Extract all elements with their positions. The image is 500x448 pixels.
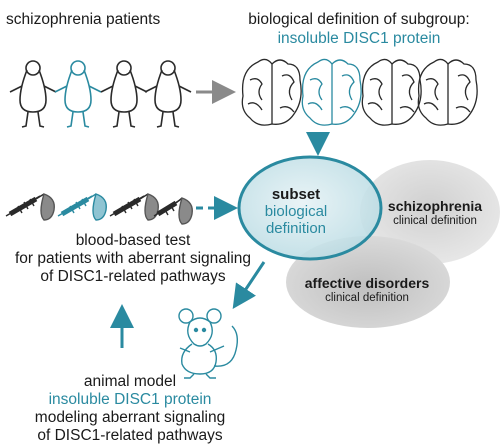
affective-title: affective disorders [304,275,430,291]
syringe-icon-3 [109,193,159,221]
schizophrenia-ellipse [360,160,500,264]
arrow-subset-to-animal [232,261,266,309]
brain-icon-3 [361,58,422,126]
subset-line-2: definition [265,220,327,237]
test-line-1: blood-based test [75,232,191,249]
affective-label: affective disorders clinical definition [290,275,444,306]
patients-title: schizophrenia patients [6,11,161,28]
patient-figure-4 [144,60,192,128]
mouse-icon [178,308,239,379]
subgroup-definition-title: biological definition of subgroup: [248,11,470,28]
subset-title: subset [271,186,321,203]
animal-line-4: of DISC1-related pathways [37,427,223,444]
patient-figure-3 [100,60,148,128]
animal-protein-label: insoluble DISC1 protein [48,391,212,408]
brain-icon-2 [301,58,362,126]
syringe-icon-4 [153,197,193,225]
schizophrenia-subtitle: clinical definition [393,215,477,227]
patient-figure-2 [54,60,102,128]
affective-subtitle: clinical definition [325,292,409,304]
subgroup-protein-label: insoluble DISC1 protein [277,30,441,47]
schizophrenia-label: schizophrenia clinical definition [374,198,496,229]
syringe-icon-1 [5,193,55,221]
subset-ellipse [237,155,383,261]
test-line-2: for patients with aberrant signaling [14,250,252,267]
subset-label: subset biological definition [255,186,337,237]
syringe-icon-2 [57,193,107,221]
animal-line-1: animal model [83,373,177,390]
schizophrenia-title: schizophrenia [387,198,483,214]
animal-line-3: modeling aberrant signaling [34,409,226,426]
brain-icon-1 [241,58,302,126]
subset-line-1: biological [264,203,328,220]
patient-figure-1 [9,60,57,128]
brain-icon-4 [417,58,478,126]
test-line-3: of DISC1-related pathways [40,268,226,285]
